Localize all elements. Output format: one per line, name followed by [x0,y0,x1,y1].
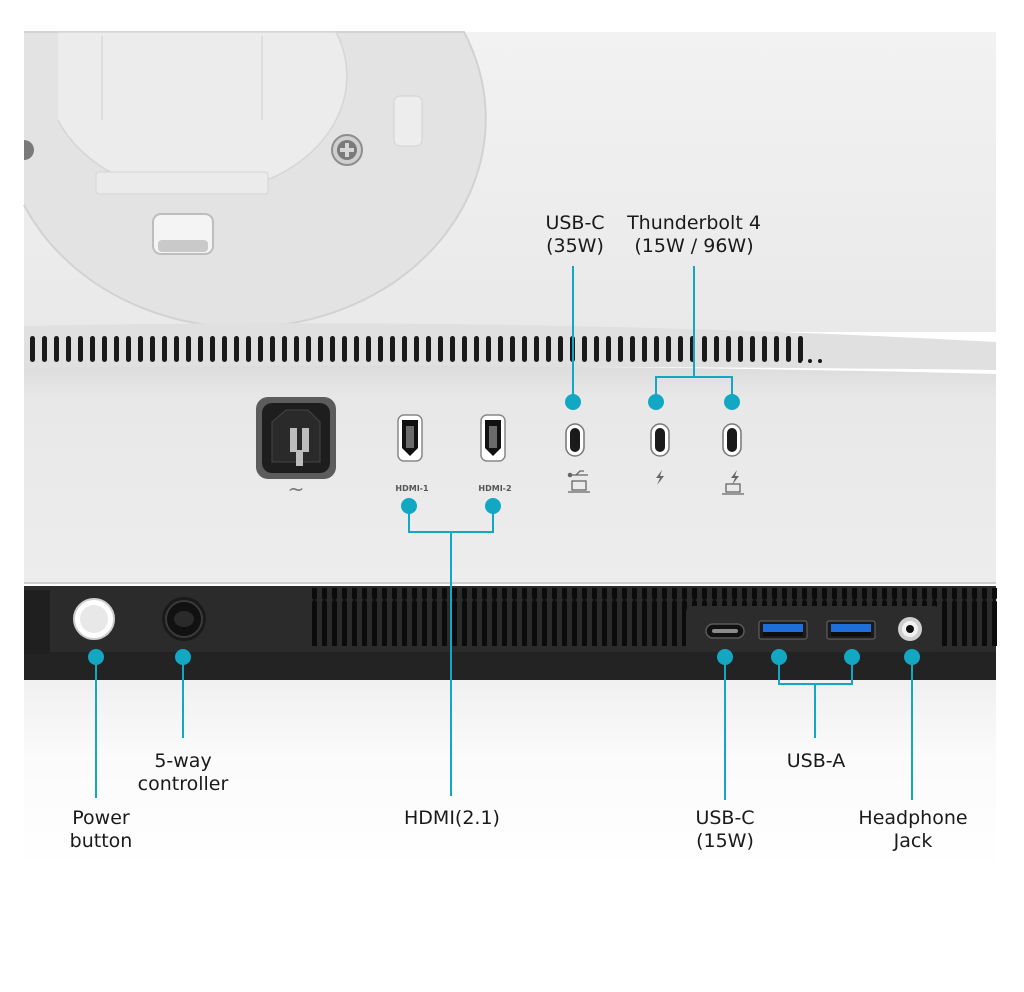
callout-dots [88,394,920,665]
hdmi-2-port [480,414,506,462]
thunderbolt-4-port-2 [722,423,742,457]
five-way-controller-label: 5-way controller [137,750,229,795]
power-button [73,598,115,640]
usb-a-label: USB-A [786,750,846,772]
lightning-icon [656,470,664,485]
hdmi-label: HDMI(2.1) [404,807,500,829]
headphone-jack-label: Headphone Jack [858,807,968,852]
hdmi-2-mark: HDMI-2 [478,484,511,493]
usb-a-port-2 [826,620,876,640]
hdmi-1-mark: HDMI-1 [395,484,429,493]
ac-symbol: ~ [288,477,305,501]
usb-c-35w-label: USB-C (35W) [545,212,605,257]
lightning-laptop-icon [722,470,744,495]
hdmi-1-port [397,414,423,462]
usb-a-port-1 [758,620,808,640]
callout-lines [95,266,913,800]
ac-power-inlet [256,397,336,479]
connector-panel [24,366,996,584]
power-button-label: Power button [69,807,133,852]
monitor-rear-top [23,31,996,332]
thunderbolt-4-label: Thunderbolt 4 (15W / 96W) [627,212,761,257]
usb-c-15w-port [705,623,745,639]
five-way-controller [162,597,206,641]
usb-c-15w-label: USB-C (15W) [695,807,755,852]
thunderbolt-4-port-1 [650,423,670,457]
headphone-jack [898,617,922,641]
usb-c-35w-port [565,423,585,457]
usb-laptop-icon [567,470,590,493]
top-vent-row [24,323,996,370]
